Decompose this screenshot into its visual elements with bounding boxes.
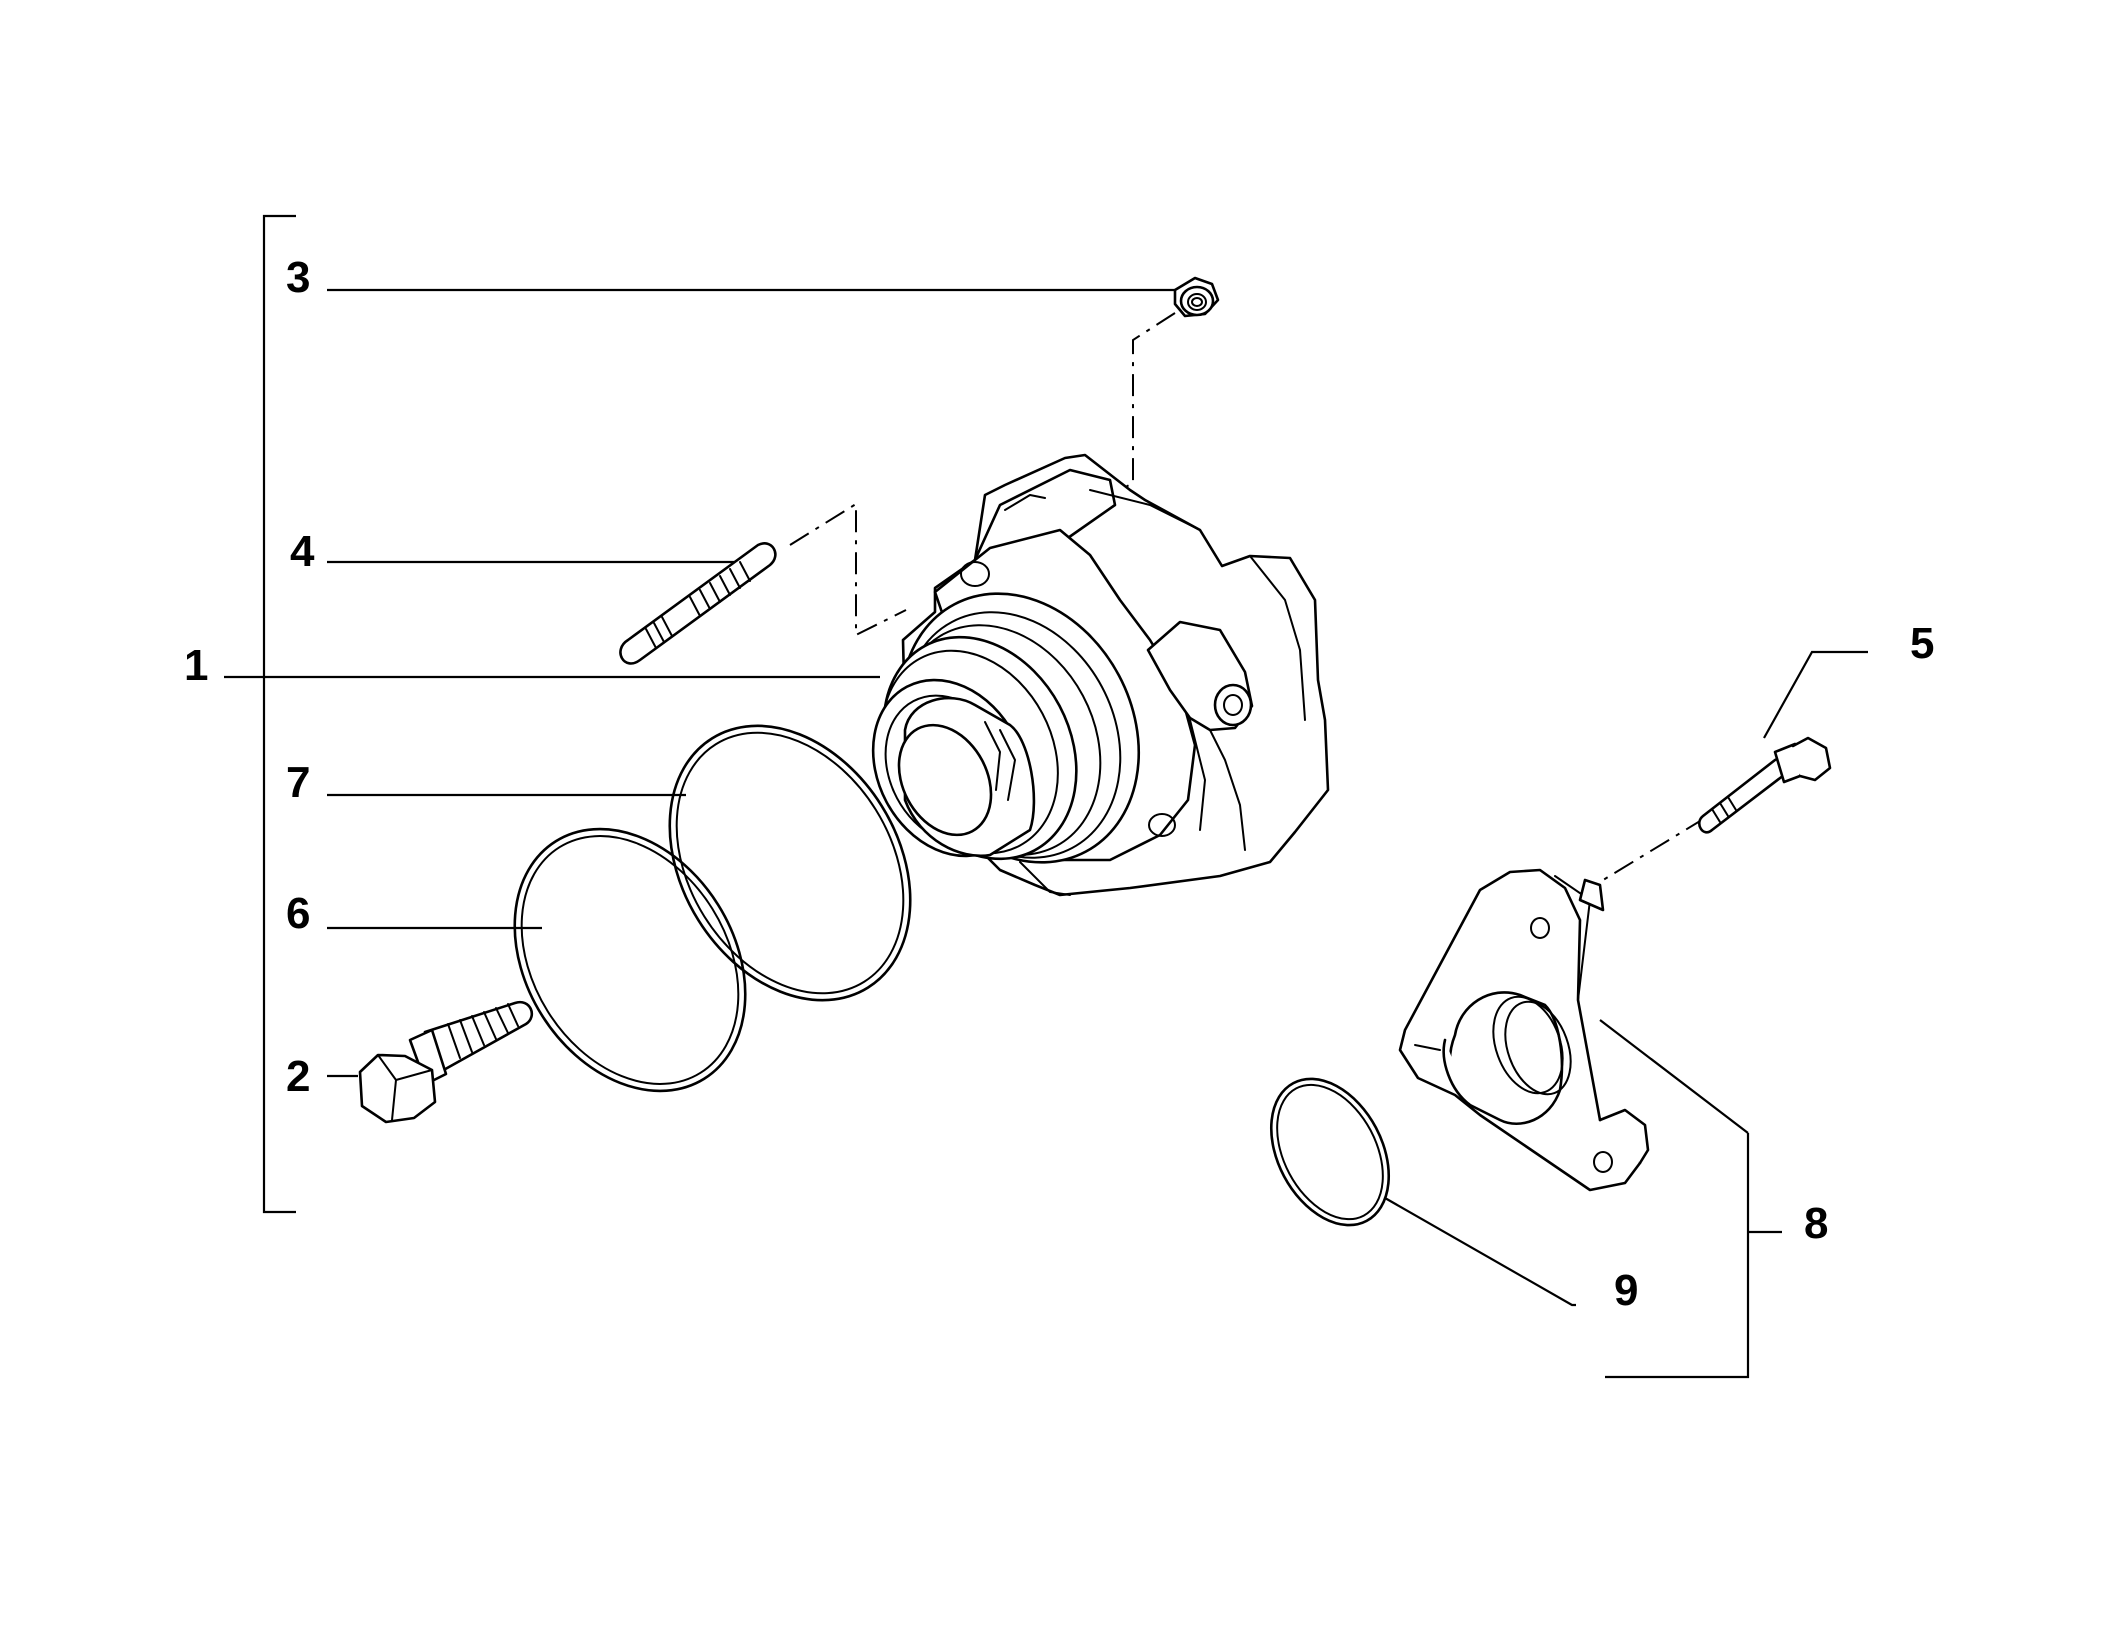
cover-flange [1398,868,1650,1192]
o-ring-medium [513,827,747,1093]
callout-9: 9 [1614,1266,1638,1315]
callout-8: 8 [1804,1199,1828,1248]
callout-4: 4 [290,527,315,576]
flange-bolt [358,1000,534,1124]
callout-labels: 1 2 3 4 5 6 7 8 9 [184,253,1934,1315]
callout-5: 5 [1910,619,1934,668]
group-bracket-right [1599,1019,1782,1379]
housing [871,453,1330,897]
bolt [1698,736,1832,834]
o-ring-small [1269,1077,1391,1227]
leader-lines [224,288,1868,1307]
o-ring-large [668,724,912,1002]
callout-2: 2 [286,1052,310,1101]
callout-3: 3 [286,253,310,302]
flange-nut [1173,276,1220,318]
callout-1: 1 [184,641,208,690]
stud [619,542,777,665]
group-bracket-left [262,214,296,1214]
callout-7: 7 [286,758,310,807]
assembly-axes [789,312,1706,889]
callout-6: 6 [286,889,310,938]
